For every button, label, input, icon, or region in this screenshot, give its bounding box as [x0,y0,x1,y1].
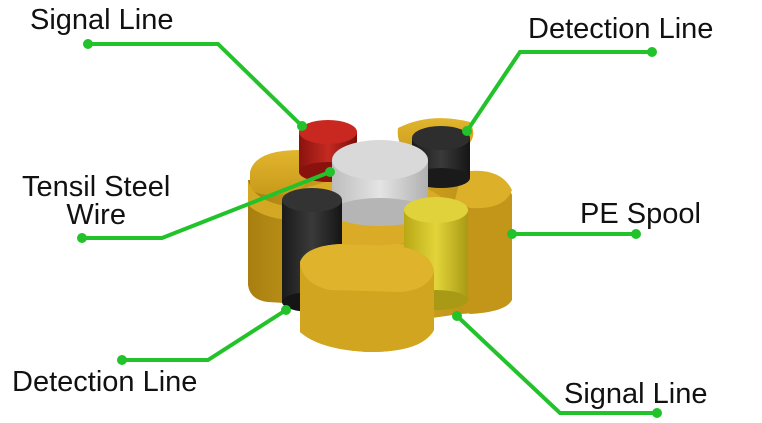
leader-detection-bottom [120,308,288,362]
leader-dots [77,39,662,418]
label-tensil-steel-wire: Tensil Steel Wire [22,171,171,231]
label-signal-line-top: Signal Line [30,4,174,36]
leader-signal-bottom [455,314,659,415]
label-tensil-line1: Tensil Steel [22,171,171,203]
label-detection-line-bottom: Detection Line [12,366,198,398]
leader-signal-top [86,42,304,128]
label-pe-spool: PE Spool [580,198,701,230]
leader-detection-top [465,50,654,133]
label-signal-line-bottom: Signal Line [564,378,708,410]
pe-spool-front-lobe [300,244,434,352]
leader-tensil-steel [80,170,332,240]
label-detection-line-top: Detection Line [528,13,714,45]
label-tensil-line2: Wire [66,198,126,231]
leader-lines [80,42,659,415]
